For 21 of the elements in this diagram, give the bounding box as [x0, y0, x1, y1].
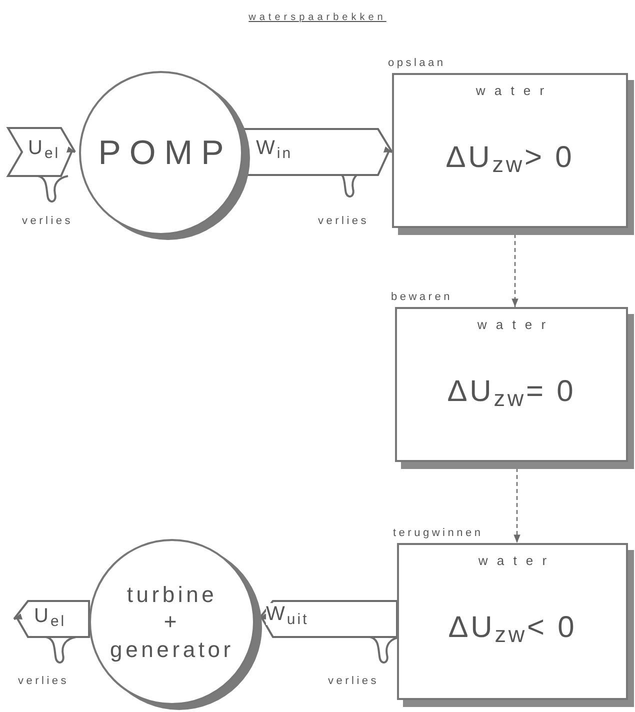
- stage-heading: opslaan: [388, 56, 446, 71]
- box-title: water: [474, 82, 554, 100]
- machine-label: turbine + generator: [109, 580, 235, 664]
- box-title: water: [477, 552, 556, 570]
- energy-formula: ΔU$_{zw}$< 0: [448, 610, 577, 650]
- energy-formula: ΔU$_{zw}$> 0: [446, 140, 574, 180]
- box-title: water: [476, 316, 555, 334]
- stage-heading: terugwinnen: [393, 526, 484, 541]
- edge-label: U$_{el}$: [34, 605, 66, 627]
- loss-label: verlies: [22, 215, 74, 227]
- machine-label: POMP: [97, 136, 232, 170]
- energy-formula: ΔU$_{zw}$= 0: [447, 374, 576, 414]
- edge-label: W$_{in}$: [256, 137, 293, 159]
- edge-label: W$_{uit}$: [266, 603, 309, 625]
- loss-label: verlies: [328, 675, 380, 687]
- loss-label: verlies: [318, 215, 370, 227]
- dashed-arrow: [514, 468, 520, 543]
- title: waterspaarbekken: [248, 11, 386, 25]
- edge-label: U$_{el}$: [28, 137, 60, 159]
- stage-heading: bewaren: [391, 290, 452, 305]
- loss-label: verlies: [18, 675, 70, 687]
